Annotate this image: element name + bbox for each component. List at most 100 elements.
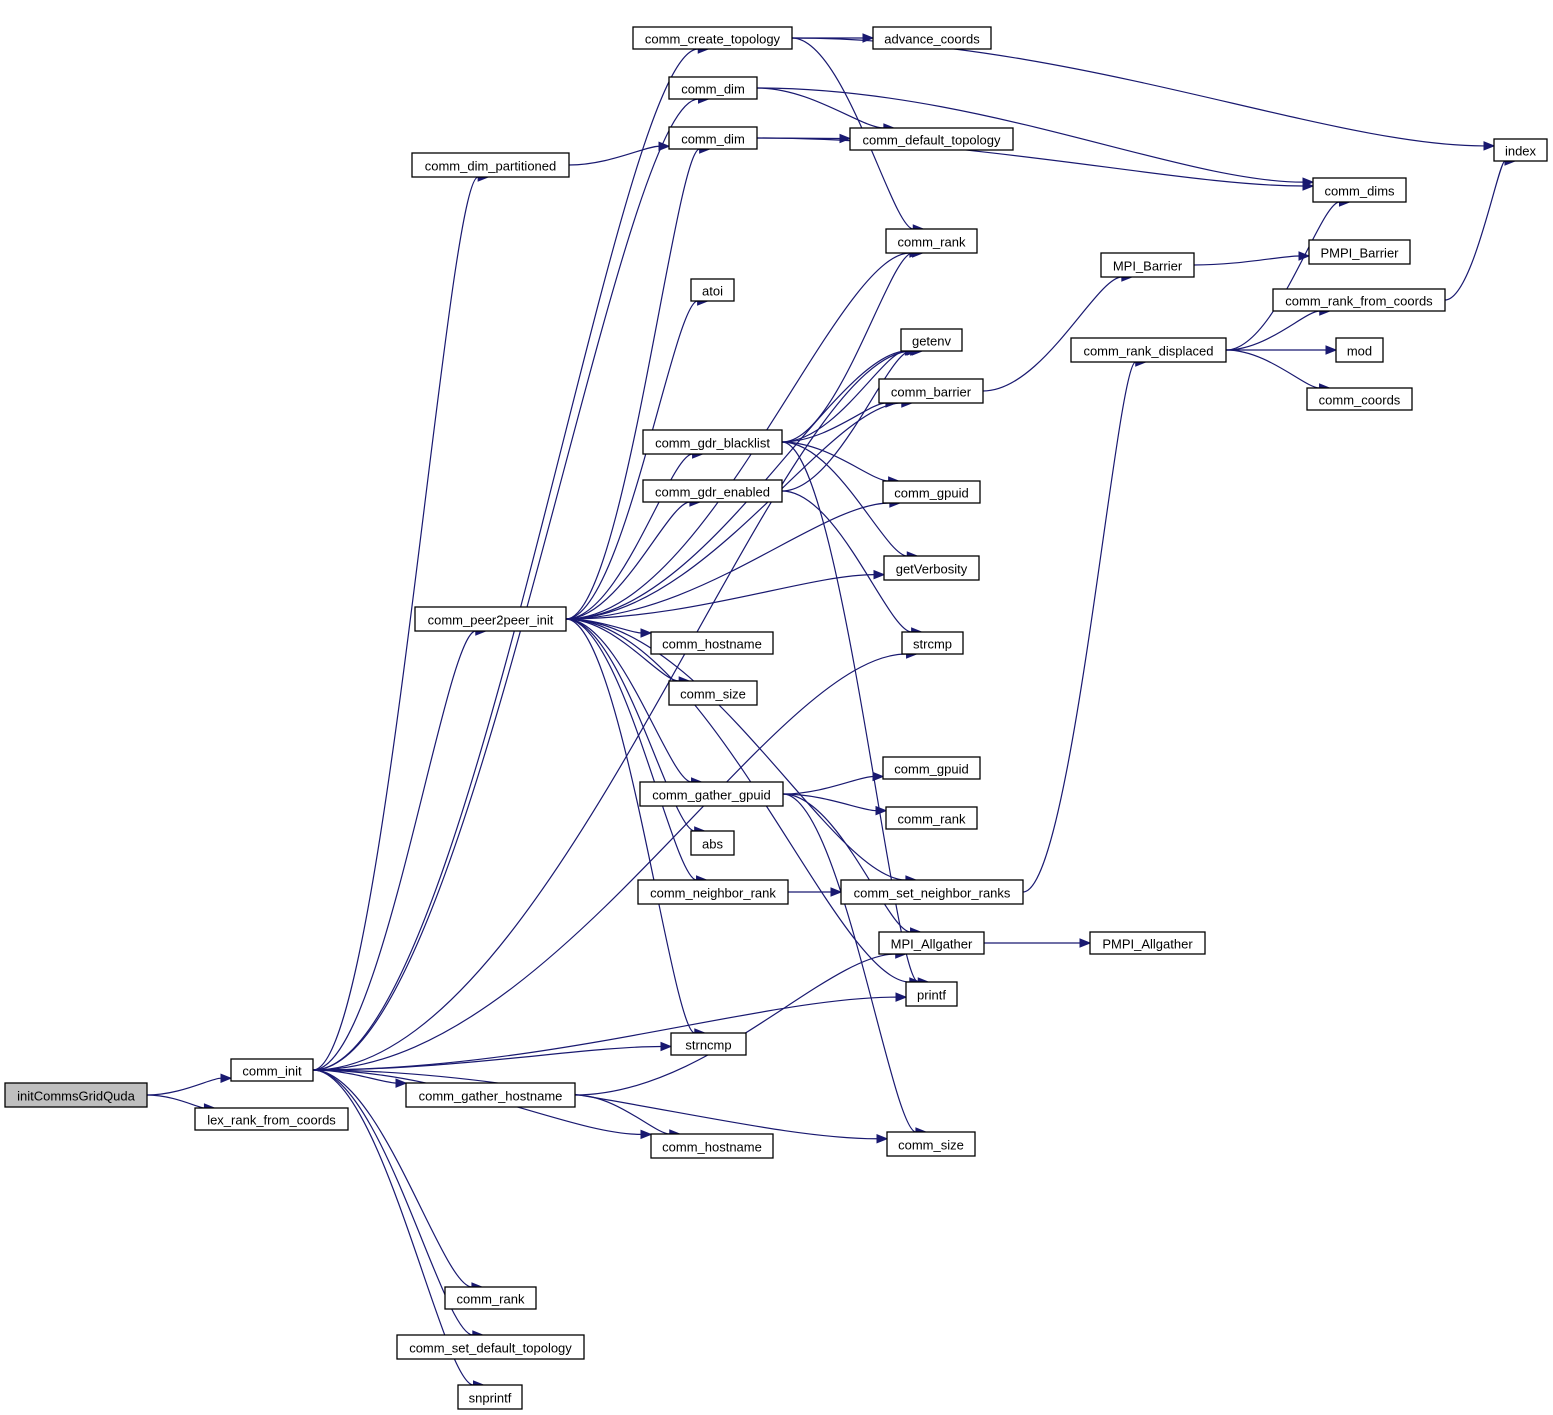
node-box bbox=[1272, 288, 1446, 312]
node-comm-gpuid-b[interactable]: comm_gpuid bbox=[882, 756, 981, 780]
node-comm-rank-displaced[interactable]: comm_rank_displaced bbox=[1070, 337, 1227, 363]
node-label: comm_set_default_topology bbox=[409, 1341, 572, 1356]
node-comm-gpuid-a[interactable]: comm_gpuid bbox=[882, 480, 981, 504]
arrowhead-icon bbox=[640, 628, 653, 638]
node-index[interactable]: index bbox=[1493, 138, 1548, 162]
node-label: comm_rank_displaced bbox=[1083, 344, 1213, 359]
edge-comm_peer2peer_init-to-comm_set_neighbor_ranks bbox=[565, 618, 918, 885]
edge-line bbox=[312, 1069, 473, 1336]
node-comm-peer2peer-init[interactable]: comm_peer2peer_init bbox=[414, 606, 567, 632]
node-box bbox=[900, 328, 963, 352]
arrowhead-icon bbox=[876, 1133, 889, 1144]
node-pmpi-allgather[interactable]: PMPI_Allgather bbox=[1089, 931, 1206, 955]
node-comm-create-topology[interactable]: comm_create_topology bbox=[632, 26, 793, 50]
edge-line bbox=[565, 618, 695, 832]
node-label: comm_gpuid bbox=[894, 486, 968, 501]
node-label: advance_coords bbox=[884, 32, 980, 47]
node-label: comm_init bbox=[242, 1064, 302, 1079]
edge-MPI_Barrier-to-PMPI_Barrier bbox=[1193, 251, 1311, 266]
node-comm-gather-hostname[interactable]: comm_gather_hostname bbox=[405, 1082, 576, 1108]
node-comm-dim-a[interactable]: comm_dim bbox=[668, 76, 758, 100]
node-comm-hostname-a[interactable]: comm_hostname bbox=[650, 631, 774, 655]
node-lex-rank-from-coords[interactable]: lex_rank_from_coords bbox=[194, 1107, 349, 1131]
node-comm-rank-b[interactable]: comm_rank bbox=[885, 806, 978, 830]
node-getverbosity[interactable]: getVerbosity bbox=[883, 555, 980, 581]
edge-line bbox=[312, 176, 479, 1071]
node-comm-size-b[interactable]: comm_size bbox=[886, 1131, 976, 1157]
node-comm-barrier[interactable]: comm_barrier bbox=[878, 378, 984, 404]
node-box bbox=[1312, 177, 1407, 203]
node-comm-rank-a[interactable]: comm_rank bbox=[885, 228, 978, 254]
node-pmpi-barrier[interactable]: PMPI_Barrier bbox=[1308, 239, 1411, 265]
edge-comm_peer2peer_init-to-getVerbosity bbox=[565, 569, 886, 620]
arrowhead-icon bbox=[220, 1073, 233, 1083]
node-box bbox=[1070, 337, 1227, 363]
edge-line bbox=[1444, 160, 1506, 301]
node-comm-init[interactable]: comm_init bbox=[230, 1058, 314, 1082]
node-box bbox=[1100, 252, 1195, 278]
node-comm-default-topology[interactable]: comm_default_topology bbox=[849, 127, 1014, 151]
edge-line bbox=[146, 1094, 205, 1109]
node-snprintf[interactable]: snprintf bbox=[457, 1384, 523, 1410]
node-box bbox=[840, 879, 1024, 905]
edge-line bbox=[574, 1094, 670, 1135]
node-box bbox=[905, 981, 958, 1007]
arrowhead-icon bbox=[875, 805, 888, 816]
node-box bbox=[882, 756, 981, 780]
node-strncmp[interactable]: strncmp bbox=[670, 1032, 747, 1056]
node-printf[interactable]: printf bbox=[905, 981, 958, 1007]
node-box bbox=[901, 631, 964, 655]
node-label: atoi bbox=[702, 284, 723, 299]
node-comm-dim-partitioned[interactable]: comm_dim_partitioned bbox=[411, 152, 570, 178]
node-label: comm_hostname bbox=[662, 1140, 762, 1155]
node-box bbox=[642, 479, 783, 503]
edge-line bbox=[756, 137, 1304, 187]
edge-comm_gather_hostname-to-comm_hostname_b bbox=[574, 1094, 682, 1139]
node-comm-neighbor-rank[interactable]: comm_neighbor_rank bbox=[637, 879, 789, 905]
node-comm-gather-gpuid[interactable]: comm_gather_gpuid bbox=[639, 781, 784, 807]
node-label: index bbox=[1505, 144, 1537, 159]
node-comm-coords[interactable]: comm_coords bbox=[1306, 387, 1413, 411]
edge-line bbox=[146, 1077, 222, 1096]
edge-line bbox=[565, 618, 697, 881]
node-comm-gdr-blacklist[interactable]: comm_gdr_blacklist bbox=[642, 429, 783, 455]
node-label: comm_gather_gpuid bbox=[652, 788, 771, 803]
node-comm-rank-c[interactable]: comm_rank bbox=[444, 1286, 537, 1310]
edge-initCommsGridQuda-to-comm_init bbox=[146, 1073, 233, 1096]
edge-comm_rank_from_coords-to-index bbox=[1444, 156, 1517, 301]
edge-line bbox=[1193, 255, 1300, 266]
node-label: initCommsGridQuda bbox=[17, 1089, 136, 1104]
node-comm-set-neighbor-ranks[interactable]: comm_set_neighbor_ranks bbox=[840, 879, 1024, 905]
node-comm-gdr-enabled[interactable]: comm_gdr_enabled bbox=[642, 479, 783, 503]
node-box bbox=[642, 429, 783, 455]
node-getenv[interactable]: getenv bbox=[900, 328, 963, 352]
edge-line bbox=[782, 793, 917, 1133]
node-mpi-barrier[interactable]: MPI_Barrier bbox=[1100, 252, 1195, 278]
node-mod[interactable]: mod bbox=[1335, 337, 1384, 363]
arrowhead-icon bbox=[830, 887, 843, 897]
node-strcmp[interactable]: strcmp bbox=[901, 631, 964, 655]
node-comm-size-a[interactable]: comm_size bbox=[668, 680, 758, 706]
node-label: comm_coords bbox=[1319, 393, 1401, 408]
node-abs[interactable]: abs bbox=[690, 830, 735, 856]
arrowhead-icon bbox=[1302, 181, 1315, 191]
edge-line bbox=[565, 501, 691, 620]
node-atoi[interactable]: atoi bbox=[690, 278, 735, 302]
node-label: comm_gdr_blacklist bbox=[655, 436, 770, 451]
node-box bbox=[230, 1058, 314, 1082]
node-initcommsgridquda[interactable]: initCommsGridQuda bbox=[4, 1082, 148, 1108]
node-mpi-allgather[interactable]: MPI_Allgather bbox=[878, 931, 985, 955]
edge-line bbox=[781, 490, 912, 633]
node-box bbox=[872, 26, 992, 50]
edge-line bbox=[781, 402, 886, 443]
edge-comm_rank_displaced-to-comm_coords bbox=[1225, 349, 1331, 393]
node-comm-hostname-b[interactable]: comm_hostname bbox=[650, 1133, 774, 1159]
node-advance-coords[interactable]: advance_coords bbox=[872, 26, 992, 50]
node-comm-dim-b[interactable]: comm_dim bbox=[668, 126, 758, 150]
node-box bbox=[886, 1131, 976, 1157]
node-label: comm_rank bbox=[457, 1292, 525, 1307]
node-comm-dims[interactable]: comm_dims bbox=[1312, 177, 1407, 203]
node-comm-rank-from-coords[interactable]: comm_rank_from_coords bbox=[1272, 288, 1446, 312]
node-comm-set-default-topology[interactable]: comm_set_default_topology bbox=[396, 1334, 585, 1360]
nodes-layer: initCommsGridQuda comm_init lex_rank_from_… bbox=[4, 26, 1548, 1410]
